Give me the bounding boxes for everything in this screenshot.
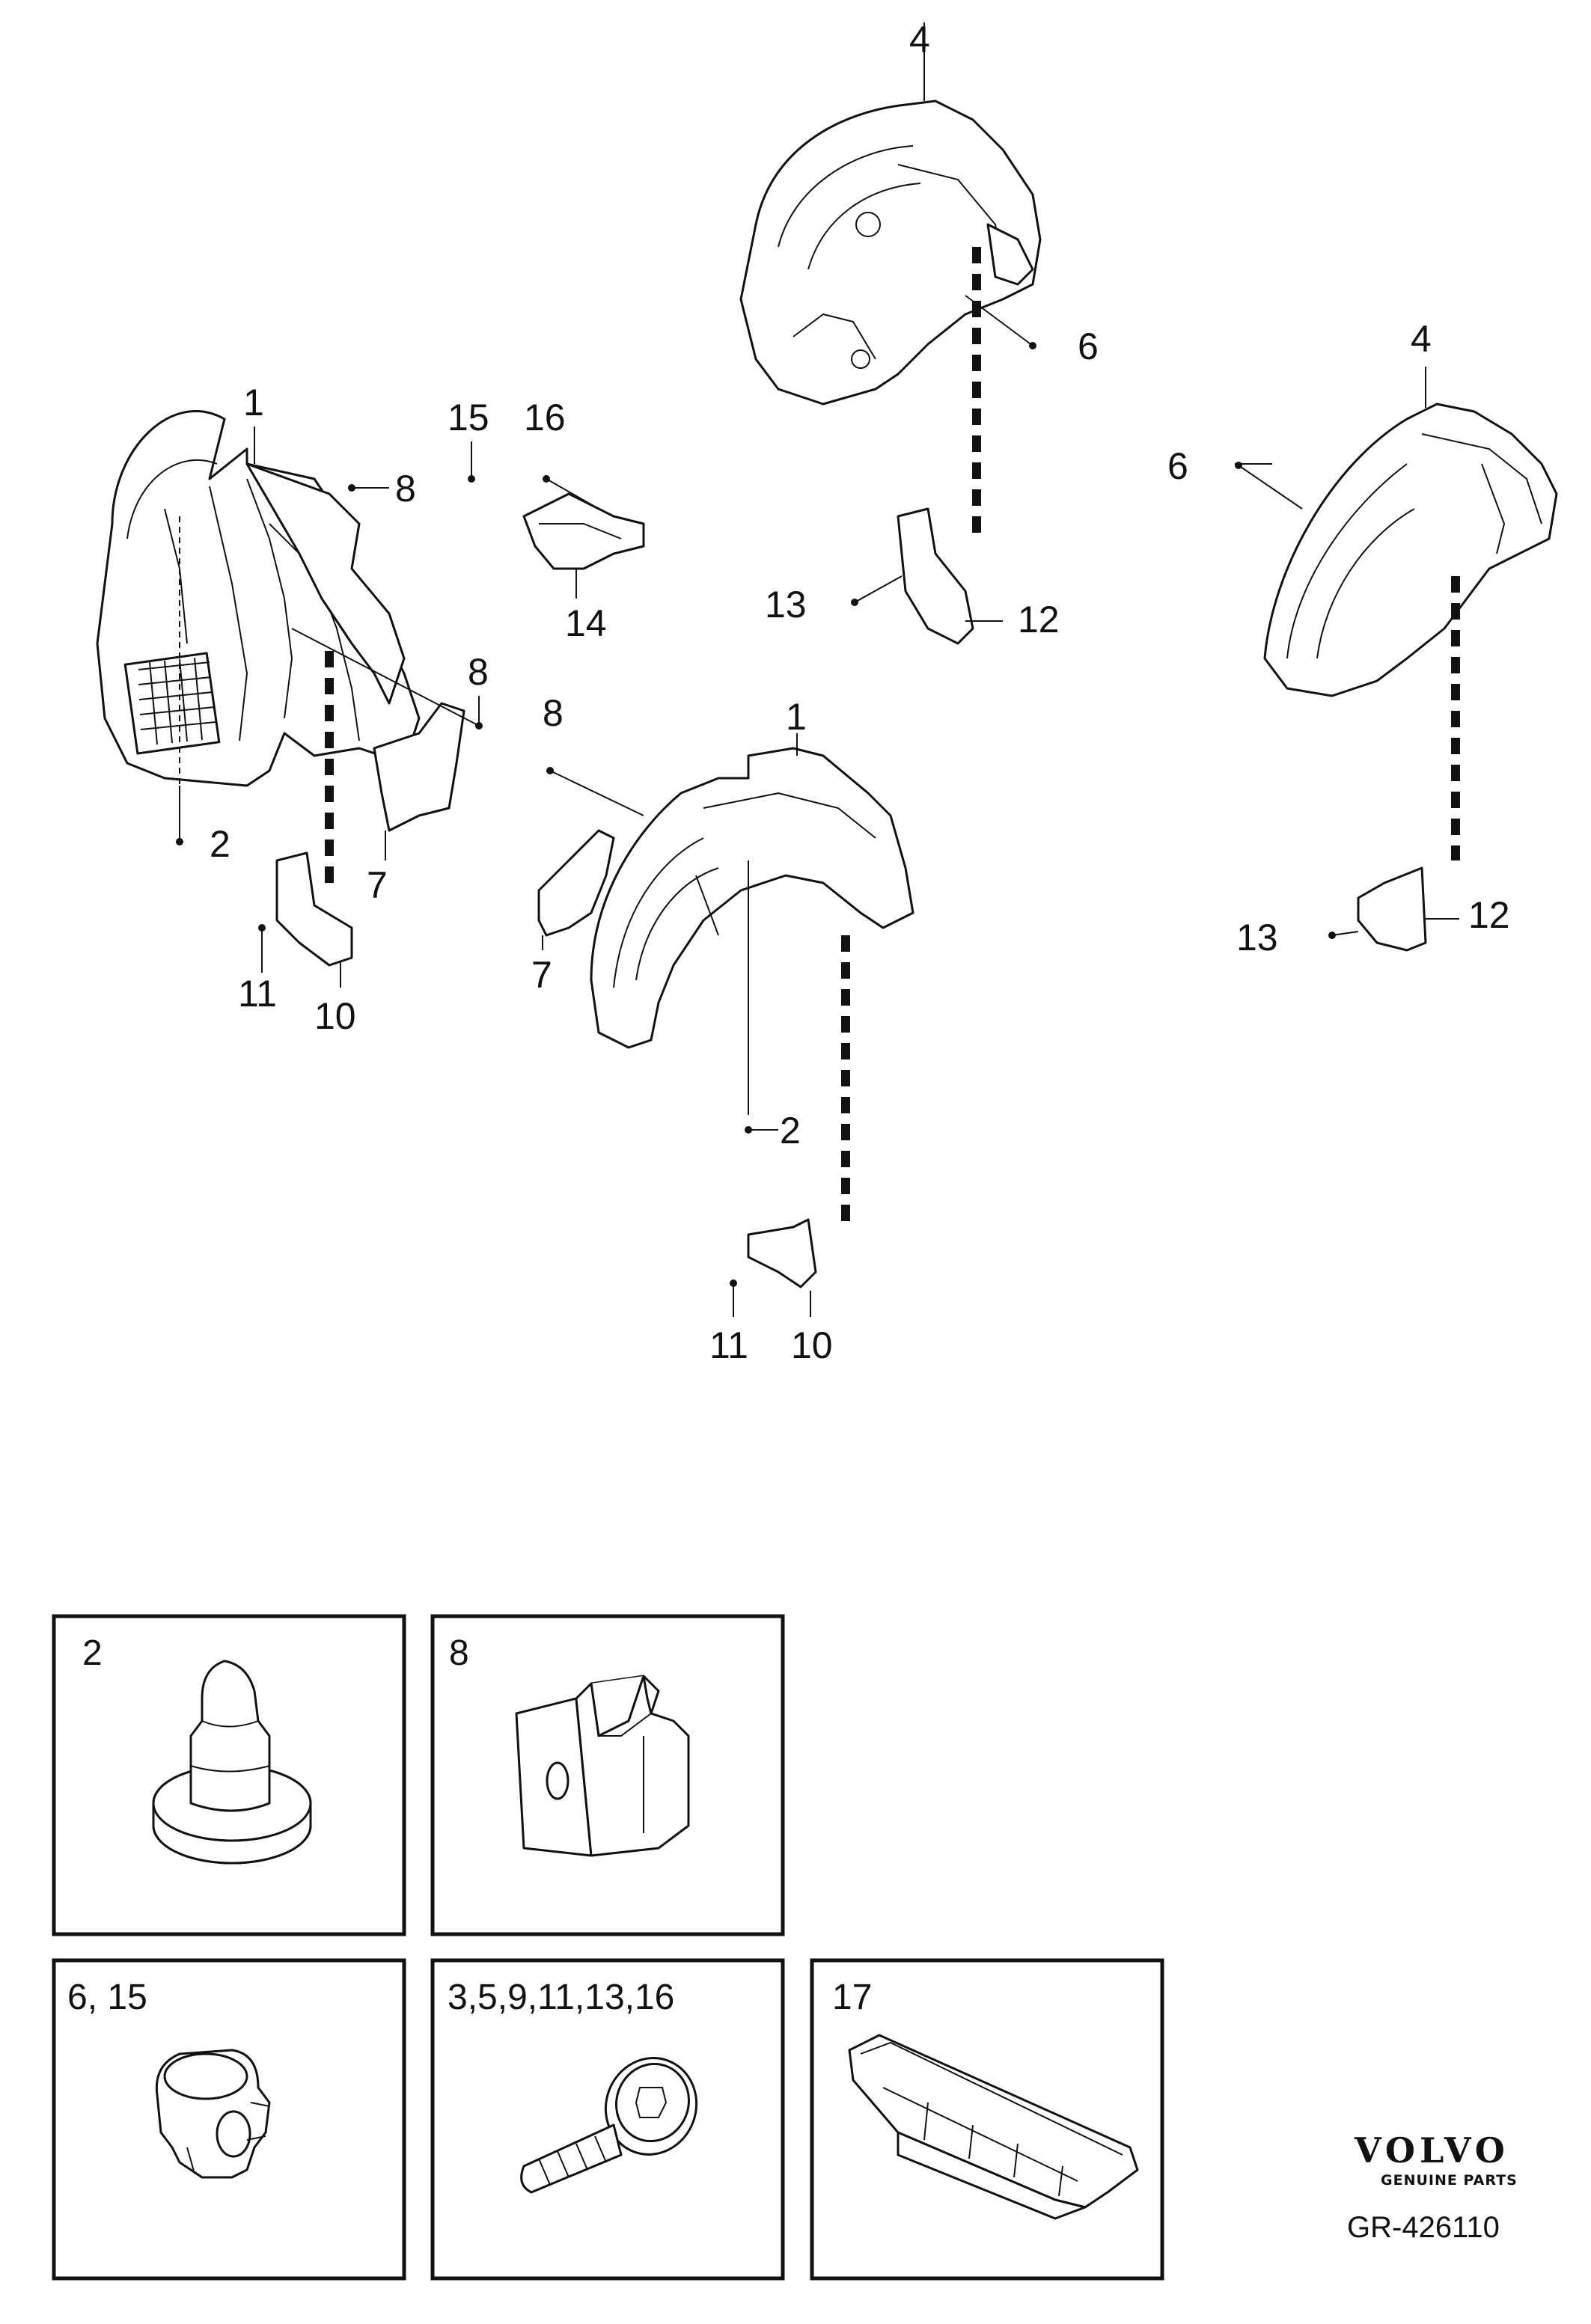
callout-8: 8 [468,651,489,693]
detail-box-label: 8 [449,1633,469,1673]
callout-4: 4 [909,19,930,61]
logo-text: VOLVO [1354,2130,1509,2171]
callout-7: 7 [367,864,388,906]
callout-8: 8 [395,468,416,510]
detail-box-label: 2 [82,1633,103,1673]
leaders [176,22,1459,1317]
callout-13: 13 [1236,917,1278,958]
callout-labels: 1 2 8 8 7 10 11 15 16 14 4 6 13 12 4 6 1… [210,19,1510,1366]
detail-box-2: 2 [52,1614,406,1936]
rear-liner-top [739,100,1042,406]
front-liner-center [590,747,914,1115]
mudflap-10-center [747,1218,817,1288]
callout-10: 10 [314,995,356,1037]
callout-12: 12 [1468,894,1510,936]
rear-liner-right [1263,403,1558,697]
seal-strip-illustration [848,2034,1139,2220]
mudflap-12-right [1357,866,1427,952]
callout-11: 11 [238,973,277,1015]
callout-13: 13 [765,584,807,626]
detail-box-label: 3,5,9,11,13,16 [448,1978,674,2017]
mudflap-10-left [275,851,353,967]
mudflap-12-top [897,507,974,645]
callout-14: 14 [565,602,607,644]
detail-box-8: 8 [430,1614,785,1936]
callout-1: 1 [786,696,807,738]
callout-12: 12 [1018,599,1060,640]
logo-subtext: GENUINE PARTS [1381,2172,1518,2189]
detail-box-label: 6, 15 [67,1978,147,2017]
bracket-7-center [537,829,615,937]
callout-11: 11 [709,1324,748,1366]
clip-nut-illustration [515,1675,690,1857]
push-rivet-illustration [152,1660,312,1865]
callout-15: 15 [448,397,489,438]
callout-6: 6 [1078,325,1099,367]
detail-box-label: 17 [832,1978,872,2017]
detail-box-6-15: 6, 15 [52,1958,406,2281]
bracket-7-left [373,702,465,832]
callout-4: 4 [1411,318,1432,360]
diagram-reference: GR-426110 [1347,2211,1500,2244]
callout-6: 6 [1167,445,1188,487]
callout-2: 2 [780,1110,801,1152]
callout-8: 8 [543,692,564,734]
screw-illustration [520,2057,698,2194]
bracket-14 [522,492,645,570]
detail-box-17: 17 [810,1958,1164,2281]
detail-box-screw: 3,5,9,11,13,16 [430,1958,785,2281]
volvo-logo: VOLVO GENUINE PARTS [1354,2130,1518,2189]
expanding-nut-illustration [155,2049,271,2179]
callout-2: 2 [210,823,230,865]
callout-1: 1 [243,382,264,423]
callout-7: 7 [531,954,552,996]
front-liner-left [96,410,421,787]
callout-16: 16 [524,397,566,438]
callout-10: 10 [791,1324,833,1366]
